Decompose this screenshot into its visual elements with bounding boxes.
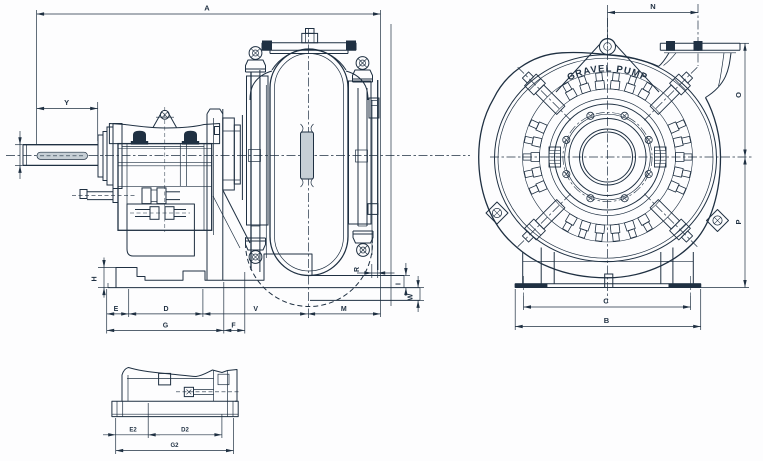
- svg-text:V: V: [253, 306, 258, 313]
- svg-text:N: N: [650, 2, 655, 11]
- svg-text:O: O: [734, 92, 743, 98]
- svg-text:G: G: [163, 322, 169, 329]
- svg-text:A: A: [204, 4, 210, 13]
- svg-text:C: C: [603, 297, 609, 306]
- svg-text:Y: Y: [64, 98, 69, 107]
- svg-text:E2: E2: [129, 428, 137, 434]
- svg-text:M: M: [341, 306, 347, 313]
- svg-text:D2: D2: [181, 428, 189, 434]
- svg-text:F: F: [231, 322, 236, 329]
- svg-text:P: P: [734, 219, 743, 224]
- svg-text:W: W: [408, 293, 415, 300]
- svg-text:D: D: [163, 306, 168, 313]
- svg-text:H: H: [92, 276, 99, 281]
- svg-text:I: I: [396, 283, 403, 285]
- svg-text:B: B: [604, 316, 610, 325]
- svg-text:R: R: [354, 267, 361, 272]
- svg-text:E: E: [114, 306, 119, 313]
- svg-text:G2: G2: [170, 443, 179, 449]
